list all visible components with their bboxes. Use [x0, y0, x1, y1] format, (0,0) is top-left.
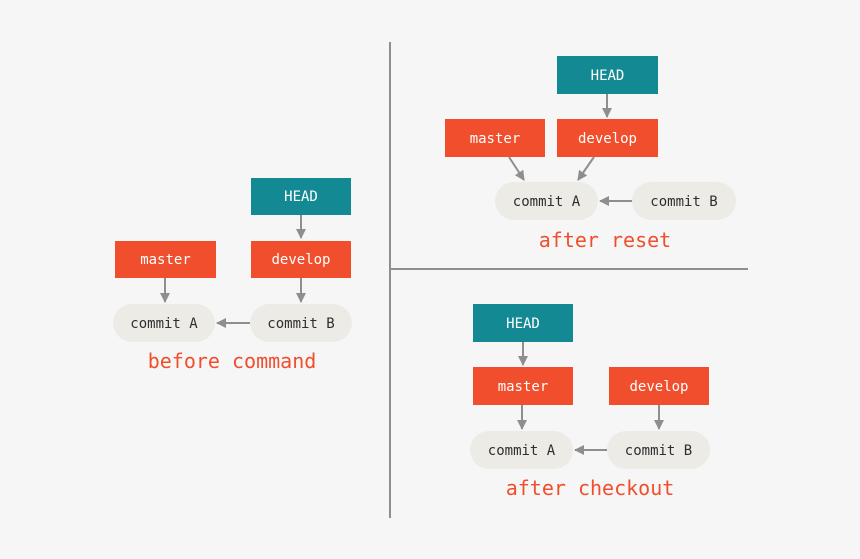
caption-after-checkout: after checkout — [506, 476, 675, 500]
commit-b-node: commit B — [607, 431, 710, 469]
head-box: HEAD — [473, 304, 573, 342]
panel-after-checkout: HEAD master develop commit A commit B af… — [470, 304, 710, 500]
arrow-master-to-commit-a — [508, 156, 525, 181]
develop-branch-box: develop — [251, 241, 351, 278]
commit-a-node: commit A — [470, 431, 573, 469]
commit-b-label: commit B — [625, 443, 692, 459]
panel-after-reset: HEAD master develop commit A commit B af… — [445, 56, 736, 252]
head-label: HEAD — [284, 189, 318, 205]
master-label: master — [470, 131, 521, 147]
head-label: HEAD — [591, 68, 625, 84]
head-label: HEAD — [506, 316, 540, 332]
commit-a-label: commit A — [130, 316, 198, 332]
commit-b-label: commit B — [650, 194, 717, 210]
commit-a-node: commit A — [495, 182, 598, 220]
develop-branch-box: develop — [557, 119, 658, 157]
develop-branch-box: develop — [609, 367, 709, 405]
head-box: HEAD — [557, 56, 658, 94]
commit-a-label: commit A — [488, 443, 556, 459]
commit-b-node: commit B — [250, 304, 352, 342]
master-label: master — [498, 379, 549, 395]
master-label: master — [140, 252, 191, 268]
commit-a-node: commit A — [113, 304, 215, 342]
master-branch-box: master — [115, 241, 216, 278]
caption-after-reset: after reset — [539, 228, 671, 252]
develop-label: develop — [271, 252, 330, 268]
arrow-develop-to-commit-a — [577, 156, 595, 181]
commit-a-label: commit A — [513, 194, 581, 210]
caption-before-command: before command — [148, 349, 317, 373]
head-box: HEAD — [251, 178, 351, 215]
commit-b-label: commit B — [267, 316, 334, 332]
master-branch-box: master — [473, 367, 573, 405]
master-branch-box: master — [445, 119, 545, 157]
develop-label: develop — [629, 379, 688, 395]
commit-b-node: commit B — [632, 182, 736, 220]
panel-before-command: HEAD master develop commit A commit B be… — [113, 178, 352, 373]
develop-label: develop — [578, 131, 637, 147]
